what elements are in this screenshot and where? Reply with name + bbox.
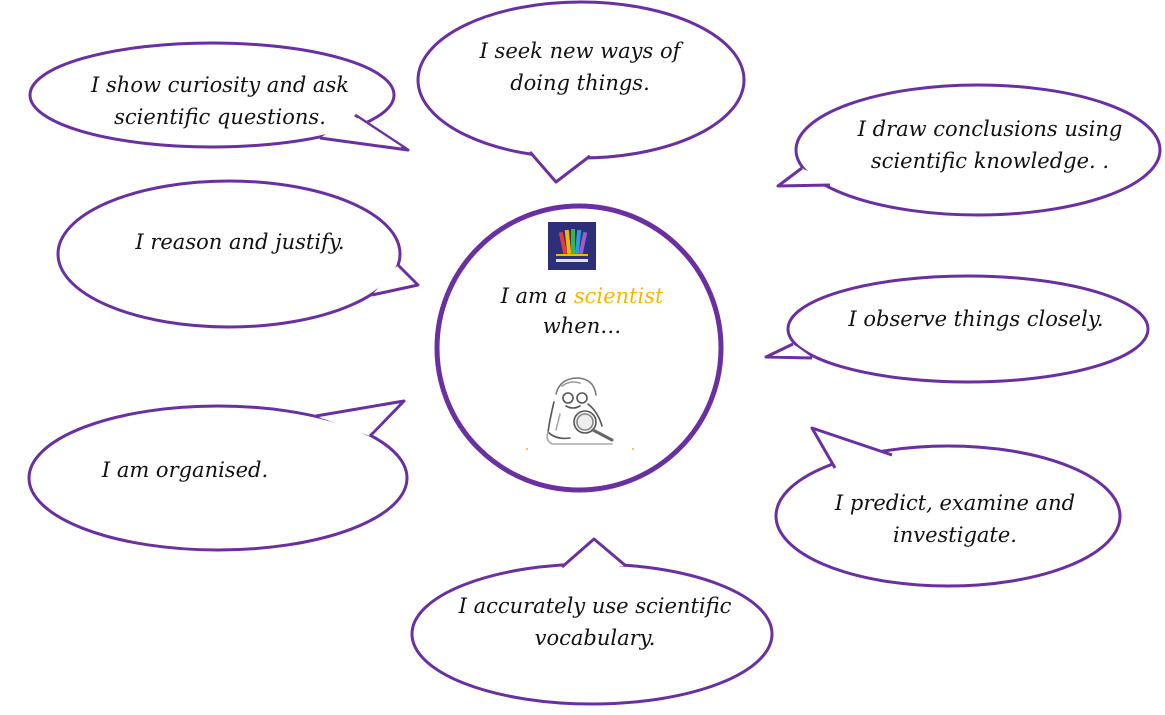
bubble-text-reason: I reason and justify. [70,226,410,258]
bubble-text-observe: I observe things closely. [800,303,1152,335]
bubble-line: I am organised. [101,458,269,482]
bubble-text-new-ways: I seek new ways of doing things. [420,35,740,99]
bubble-line: doing things. [510,71,650,95]
scientist-highlight: scientist [573,284,664,308]
scientist-magnifier-icon [546,377,614,445]
bubble-line: I observe things closely. [848,307,1104,331]
bubble-line: I accurately use scientific [458,594,732,618]
center-prefix: I am a [500,284,574,308]
bubble-line: I show curiosity and ask [91,73,349,97]
bubble-line: I draw conclusions using [857,117,1123,141]
bubble-line: vocabulary. [534,626,656,650]
bubble-line: I predict, examine and [834,491,1076,515]
bubble-line: scientific questions. [114,105,326,129]
bubble-text-curiosity: I show curiosity and ask scientific ques… [40,69,400,133]
bubble-text-organised: I am organised. [40,454,330,486]
center-line-1: I am a scientist [470,281,694,311]
center-heading: I am a scientist when… [470,281,694,341]
bubble-line: scientific knowledge. . [870,149,1110,173]
bubble-text-predict: I predict, examine and investigate. [790,487,1120,551]
bubble-text-conclusions: I draw conclusions using scientific know… [810,113,1165,177]
center-line-2: when… [542,314,622,338]
bubble-line: I reason and justify. [135,230,345,254]
bubble-line: I seek new ways of [479,39,681,63]
bubble-line: investigate. [893,523,1017,547]
bubble-text-vocabulary: I accurately use scientific vocabulary. [420,590,770,654]
school-logo-icon [548,222,596,270]
center-circle [434,203,724,493]
